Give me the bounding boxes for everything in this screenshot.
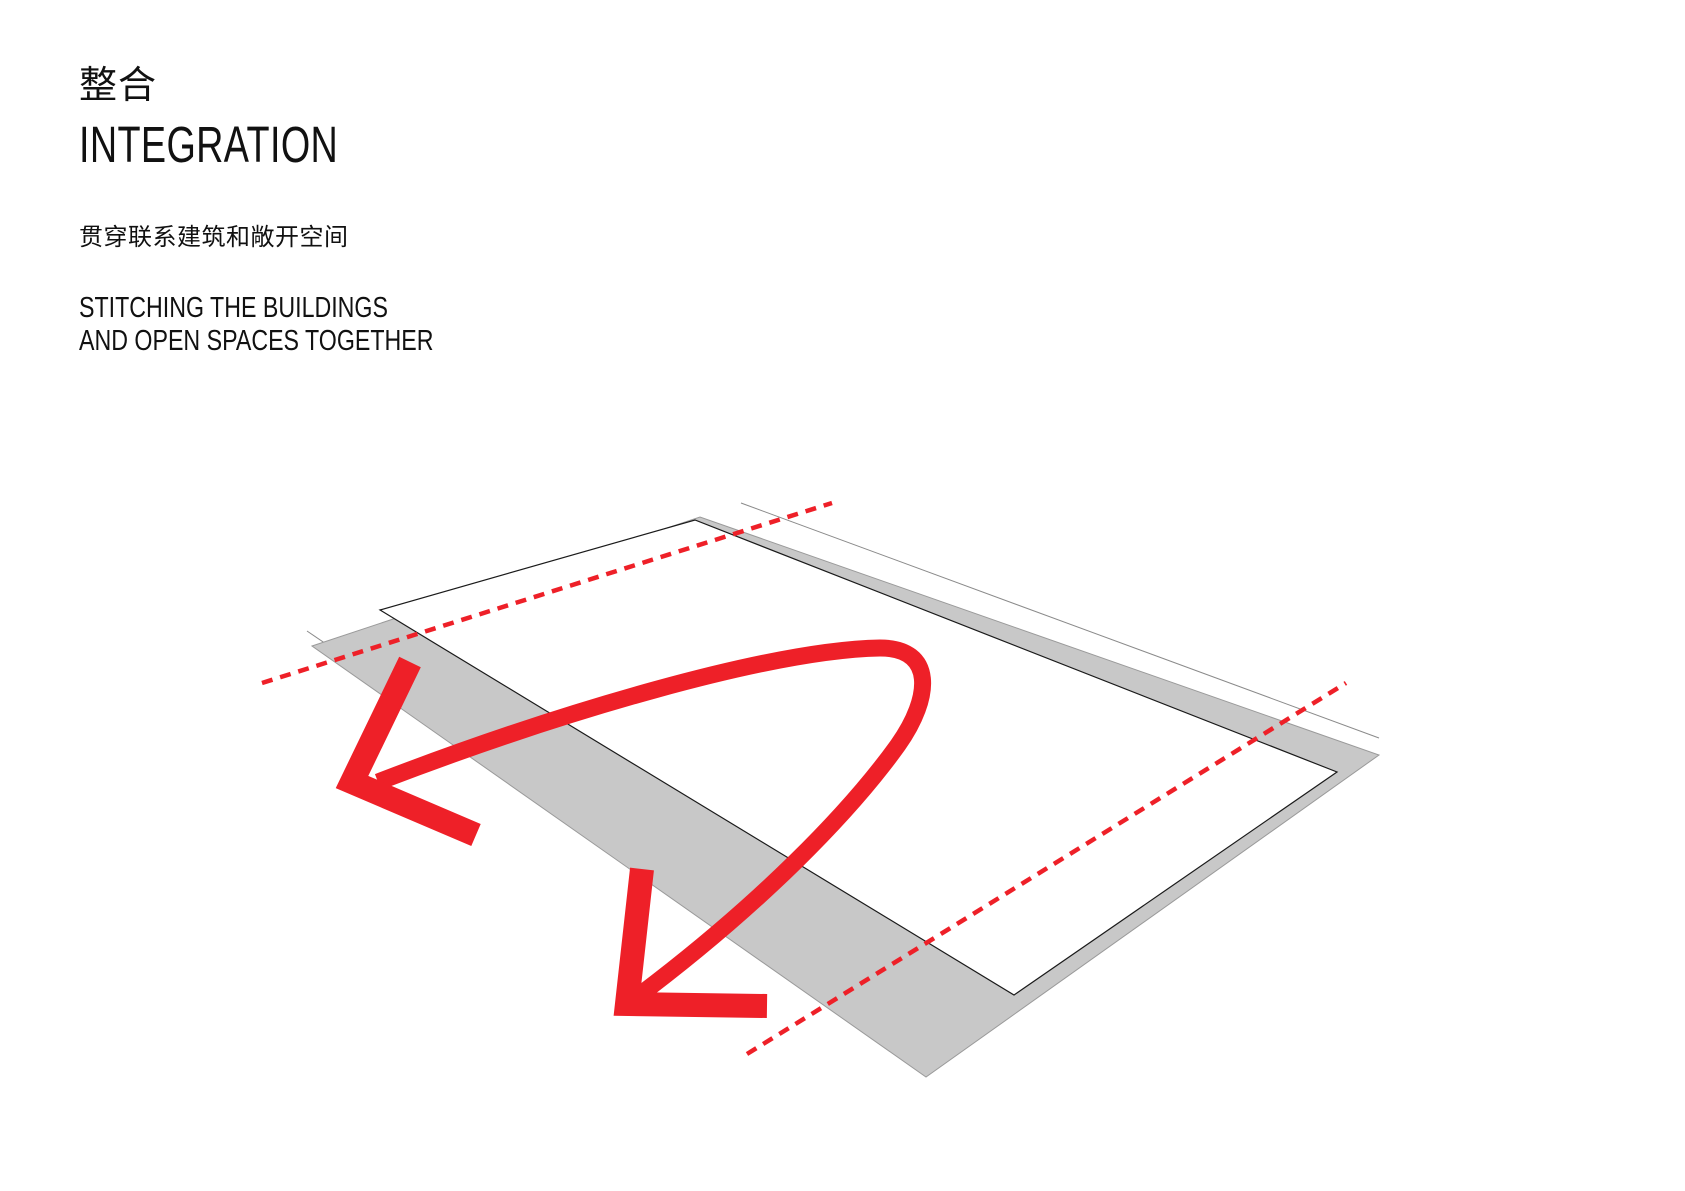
red-loop-curve [374, 639, 932, 1007]
red-arrowhead-left [335, 656, 481, 847]
title-english: INTEGRATION [79, 116, 339, 173]
subtitle-chinese: 贯穿联系建筑和敞开空间 [79, 223, 349, 251]
subtitle-english: STITCHING THE BUILDINGS AND OPEN SPACES … [79, 292, 434, 358]
title-block: 整合 INTEGRATION [79, 62, 429, 176]
red-dashed-line-lower [745, 681, 1348, 1056]
subtitle-english-line-1: STITCHING THE BUILDINGS [79, 292, 388, 324]
white-platform [378, 519, 1339, 996]
red-dashed-line-upper [261, 500, 833, 686]
guide-line-upper [740, 502, 1380, 739]
title-chinese: 整合 [79, 63, 158, 107]
red-arrowhead-bottom [613, 867, 768, 1018]
subtitle-english-line-2: AND OPEN SPACES TOGETHER [79, 325, 434, 357]
